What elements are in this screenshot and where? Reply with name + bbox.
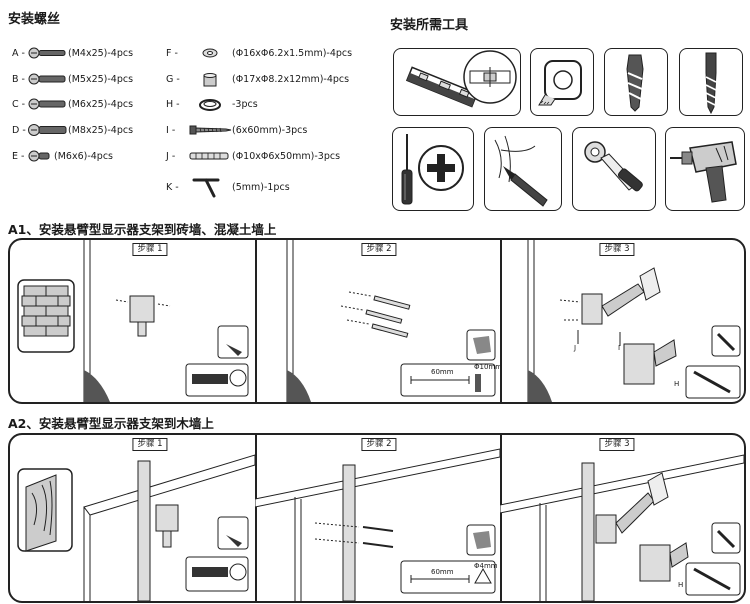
a1-step3: 步骤 3 J I H — [500, 240, 744, 402]
label-h: H — [674, 380, 680, 388]
a2-step1: 步骤 1 — [10, 435, 257, 601]
tape-measure-icon — [538, 60, 582, 106]
part-spec: (M8x25)-4pcs — [68, 124, 134, 136]
tool-socket-wrench — [572, 127, 656, 211]
a1-step2-illustration — [286, 240, 496, 402]
tool-power-drill — [665, 127, 745, 211]
a2-step2-illustration — [255, 448, 500, 601]
part-spec: (M6x25)-4pcs — [68, 98, 134, 110]
part-spec: (Φ16xΦ6.2x1.5mm)-4pcs — [232, 47, 353, 59]
step-label: 步骤 1 — [132, 438, 168, 451]
a2-step3-illustration — [500, 454, 744, 601]
part-spec: (M6x6)-4pcs — [54, 150, 113, 162]
drill-bit-label: Φ10mm — [474, 363, 502, 371]
a1-step3-illustration — [527, 240, 741, 402]
part-letter: E - — [12, 150, 25, 162]
step-label: 步骤 2 — [361, 243, 397, 256]
short-bolt-icon — [28, 150, 54, 162]
part-f: F - (Φ16xΦ6.2x1.5mm)-4pcs — [166, 47, 352, 59]
step-label: 步骤 2 — [361, 438, 397, 451]
part-spec: (Φ10xΦ6x50mm)-3pcs — [232, 150, 341, 162]
drill-depth-label: 60mm — [431, 568, 454, 576]
drill-bit-label: Φ4mm — [474, 562, 498, 570]
part-h: H - -3pcs — [166, 98, 258, 111]
ring-icon — [196, 98, 232, 111]
step-label: 步骤 3 — [599, 243, 635, 256]
part-d: D - (M8x25)-4pcs — [12, 124, 133, 136]
tool-marker-pen — [484, 127, 562, 211]
tool-screwdriver — [392, 127, 474, 211]
spirit-level-icon — [405, 50, 517, 108]
anchor-icon — [188, 150, 232, 162]
part-letter: H - — [166, 98, 180, 110]
label-i: I — [618, 344, 621, 352]
part-letter: G - — [166, 73, 180, 85]
hex-key-icon — [188, 176, 232, 198]
part-c: C - (M6x25)-4pcs — [12, 98, 133, 110]
part-i: I - (6x60mm)-3pcs — [166, 124, 307, 136]
label-j: J — [574, 344, 577, 352]
bolt-icon — [28, 73, 68, 85]
tool-tape-measure — [530, 48, 594, 116]
part-g: G - (Φ17xΦ8.2x12mm)-4pcs — [166, 73, 350, 87]
step-label: 步骤 1 — [132, 243, 168, 256]
part-spec: (5mm)-1pcs — [232, 181, 290, 193]
tool-drill-bit-1 — [604, 48, 668, 116]
a2-step2: 步骤 2 60mm Φ4mm — [255, 435, 502, 601]
part-letter: C - — [12, 98, 26, 110]
wrench-icon — [584, 141, 643, 192]
bolt-icon — [28, 124, 68, 136]
bolt-icon — [28, 98, 68, 110]
a2-step1-illustration — [17, 454, 255, 601]
part-spec: (Φ17xΦ8.2x12mm)-4pcs — [232, 73, 350, 85]
a1-step1: 步骤 1 — [10, 240, 257, 402]
part-a: A - (M4x25)-4pcs — [12, 47, 133, 59]
spacer-icon — [196, 73, 232, 87]
step-label: 步骤 3 — [599, 438, 635, 451]
screwdriver-icon — [401, 134, 464, 205]
part-b: B - (M5x25)-4pcs — [12, 73, 133, 85]
part-letter: K - — [166, 181, 179, 193]
part-letter: B - — [12, 73, 25, 85]
tool-spirit-level — [393, 48, 521, 116]
section-a2-panel: 步骤 1 步骤 2 — [8, 433, 746, 603]
part-k: K - (5mm)-1pcs — [166, 176, 290, 198]
part-spec: (M5x25)-4pcs — [68, 73, 134, 85]
a1-step2: 步骤 2 60mm Φ10mm — [255, 240, 502, 402]
drill-bit-icon — [626, 54, 644, 112]
section-a2-title: A2、安装悬臂型显示器支架到木墙上 — [8, 416, 214, 431]
part-letter: A - — [12, 47, 25, 59]
drill-depth-label: 60mm — [431, 368, 454, 376]
part-letter: D - — [12, 124, 26, 136]
part-letter: J - — [166, 150, 176, 162]
a1-step1-illustration — [17, 240, 249, 402]
part-spec: (M4x25)-4pcs — [68, 47, 134, 59]
part-spec: -3pcs — [232, 98, 258, 110]
pencil-icon — [494, 135, 548, 207]
part-e: E - (M6x6)-4pcs — [12, 150, 113, 162]
label-h: H — [678, 581, 684, 589]
tools-title: 安装所需工具 — [390, 18, 469, 33]
washer-icon — [196, 47, 232, 59]
power-drill-icon — [670, 141, 737, 203]
screws-title: 安装螺丝 — [8, 12, 61, 27]
bolt-icon — [28, 47, 68, 59]
tool-drill-bit-2 — [679, 48, 743, 116]
part-spec: (6x60mm)-3pcs — [232, 124, 308, 136]
section-a1-panel: 步骤 1 步骤 2 — [8, 238, 746, 404]
a2-step3: 步骤 3 H — [500, 435, 744, 601]
part-j: J - (Φ10xΦ6x50mm)-3pcs — [166, 150, 340, 162]
lag-screw-icon — [188, 124, 232, 136]
part-letter: I - — [166, 124, 176, 136]
section-a1-title: A1、安装悬臂型显示器支架到砖墙、混凝土墙上 — [8, 222, 277, 237]
drill-bit-icon — [705, 52, 717, 115]
part-letter: F - — [166, 47, 178, 59]
